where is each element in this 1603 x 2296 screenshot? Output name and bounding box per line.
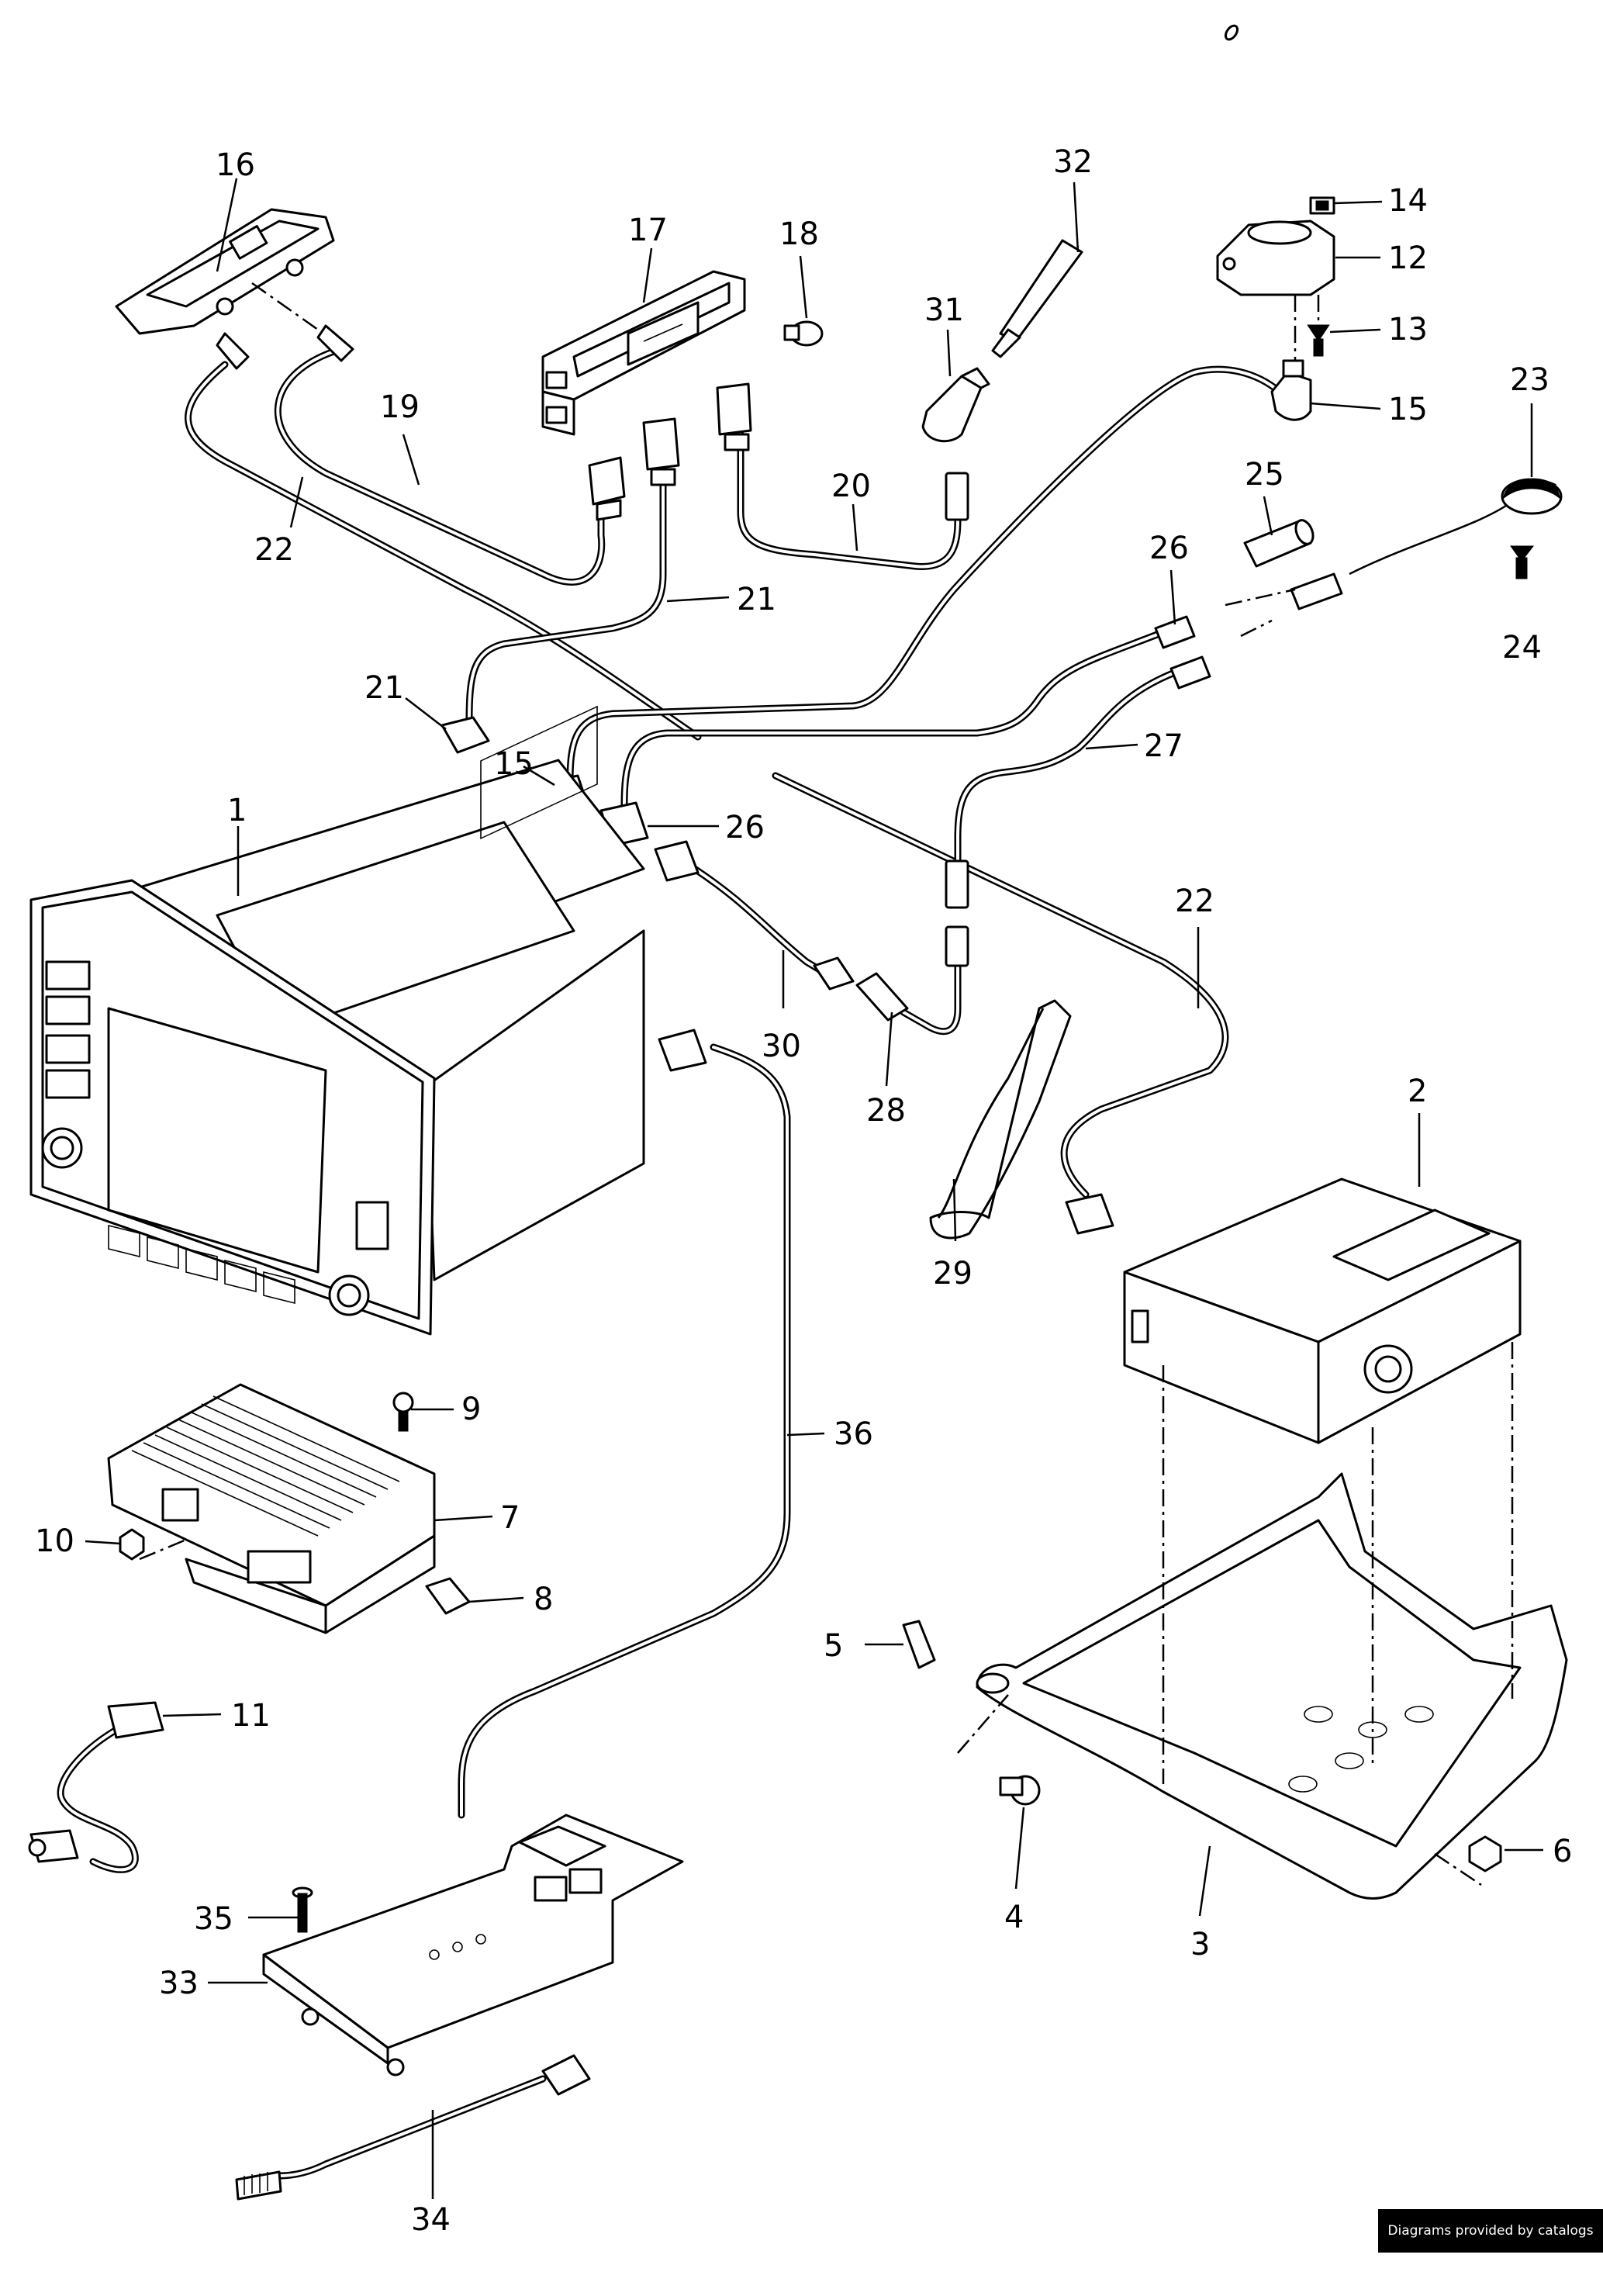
part-15-angle-connector	[1270, 359, 1312, 421]
callout-31: 31	[924, 292, 964, 328]
part-26-connector-ends	[945, 615, 1211, 967]
part-16-antenna-amplifier	[115, 208, 354, 370]
callout-22-right: 22	[1175, 883, 1214, 919]
callout-6: 6	[1553, 1834, 1572, 1869]
callout-34: 34	[411, 2202, 451, 2238]
part-13-screw	[1307, 324, 1330, 357]
cable-19	[274, 345, 606, 586]
callout-24: 24	[1502, 630, 1542, 666]
cable-28	[900, 950, 962, 1036]
callout-21-left: 21	[364, 670, 404, 706]
part-18-rivet	[783, 320, 824, 347]
callout-32: 32	[1053, 144, 1093, 180]
part-4-screw	[999, 1775, 1041, 1806]
credit-banner: Diagrams provided by catalogs parts	[1378, 2209, 1603, 2282]
connector-23-end	[1290, 572, 1343, 610]
cable-27	[954, 667, 1183, 865]
callout-7: 7	[500, 1500, 520, 1536]
cable-21	[465, 462, 667, 725]
callout-2: 2	[1408, 1074, 1427, 1109]
part-30-connector	[813, 956, 855, 991]
callout-12: 12	[1388, 240, 1428, 276]
callout-19: 19	[380, 389, 420, 425]
callout-1: 1	[227, 793, 247, 828]
part-9-screw	[392, 1392, 414, 1432]
callout-36: 36	[834, 1416, 873, 1452]
callout-5: 5	[824, 1628, 843, 1664]
connector-21-end	[440, 716, 490, 754]
part-11-connectors	[28, 1701, 164, 1863]
callout-29: 29	[933, 1256, 973, 1292]
callout-33: 33	[159, 1966, 199, 2001]
cable-22-left	[185, 361, 702, 741]
callout-3: 3	[1190, 1927, 1210, 1962]
callout-26-left: 26	[725, 810, 765, 845]
part-35-screw	[292, 1886, 313, 1933]
cable-34	[268, 2075, 547, 2180]
cable-11	[57, 1726, 139, 1873]
part-31-antenna-base	[921, 367, 990, 521]
callout-23: 23	[1510, 362, 1549, 398]
part-5-clip	[902, 1620, 936, 1669]
callout-20: 20	[831, 469, 871, 504]
part-1-head-unit	[29, 705, 645, 1336]
part-25-sleeve	[1243, 519, 1315, 568]
part-23-gps-antenna	[1501, 478, 1563, 515]
callout-9: 9	[461, 1392, 481, 1427]
connectors-17	[588, 382, 752, 521]
callout-14: 14	[1388, 183, 1428, 219]
part-8-clip	[425, 1577, 471, 1615]
part-12-sensor	[1216, 220, 1335, 296]
callout-28: 28	[866, 1093, 906, 1129]
callout-27: 27	[1144, 728, 1183, 764]
callout-16: 16	[216, 147, 255, 183]
leader-lines	[85, 178, 1543, 2199]
cable-20	[737, 430, 962, 570]
part-34-cable-end	[235, 2054, 591, 2201]
cable-22-right	[772, 772, 1229, 1198]
connector-30-end	[654, 840, 700, 882]
callout-10: 10	[35, 1523, 74, 1559]
callout-26-top: 26	[1149, 531, 1189, 566]
cable-36	[458, 1043, 791, 1819]
callout-18: 18	[779, 216, 819, 252]
part-14-clip	[1309, 196, 1335, 215]
cable-15	[566, 365, 1283, 787]
part-2-cd-changer	[1123, 1177, 1522, 1444]
callout-labels: 16 17 18 32 31 14 12 13 15 23 24 25 26 2…	[35, 144, 1572, 2238]
callout-15-left: 15	[494, 746, 534, 782]
part-28-connector	[855, 972, 909, 1022]
part-3-tray	[976, 1472, 1568, 1900]
callout-21-right: 21	[737, 582, 776, 617]
part-24-screw	[1510, 545, 1535, 579]
part-33-bracket	[262, 1814, 684, 2076]
callout-35: 35	[194, 1901, 233, 1937]
cable-30	[679, 857, 830, 977]
connector-36-end	[658, 1029, 707, 1072]
cable-23-antenna-lead	[1349, 503, 1509, 576]
part-7-amplifier	[107, 1383, 436, 1634]
part-32-antenna-rod	[991, 24, 1239, 358]
callout-22-left: 22	[254, 532, 294, 568]
callout-17: 17	[628, 213, 668, 248]
callout-15-top: 15	[1388, 392, 1428, 427]
part-29-bracket	[929, 999, 1072, 1240]
callout-4: 4	[1004, 1900, 1024, 1935]
connector-22-end	[1065, 1193, 1114, 1235]
cable-26	[620, 628, 1167, 811]
part-17-module	[541, 270, 746, 436]
callout-11: 11	[231, 1698, 271, 1734]
part-6-nut	[1468, 1835, 1502, 1872]
callout-8: 8	[534, 1582, 553, 1617]
callout-25: 25	[1245, 457, 1284, 493]
callout-30: 30	[762, 1029, 801, 1064]
part-10-nut	[119, 1528, 145, 1561]
callout-13: 13	[1388, 312, 1428, 348]
